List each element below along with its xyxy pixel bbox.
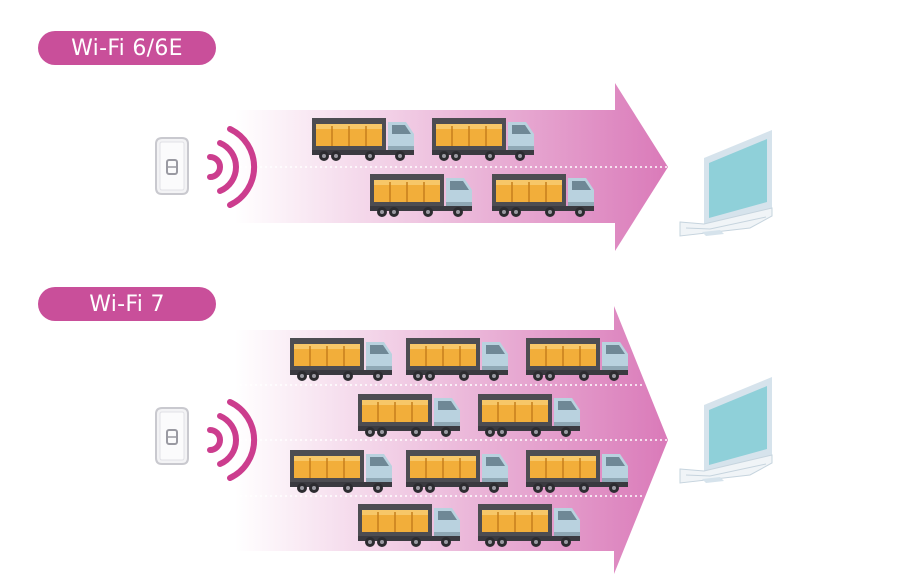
laptop-icon — [679, 376, 773, 484]
truck-icon — [525, 337, 629, 382]
truck-icon — [369, 173, 473, 218]
truck-icon — [289, 337, 393, 382]
wifi-7-label: Wi-Fi 7 — [38, 287, 216, 321]
wifi-6-label: Wi-Fi 6/6E — [38, 31, 216, 65]
truck-icon — [405, 449, 509, 494]
truck-icon — [491, 173, 595, 218]
wifi-6-section — [155, 83, 773, 251]
access-point-icon — [155, 407, 189, 465]
truck-icon — [357, 393, 461, 438]
truck-icon — [289, 449, 393, 494]
truck-icon — [357, 503, 461, 548]
access-point-icon — [155, 137, 189, 195]
truck-icon — [311, 117, 415, 162]
wifi-7-section — [155, 306, 773, 574]
truck-icon — [477, 393, 581, 438]
truck-icon — [525, 449, 629, 494]
truck-icon — [405, 337, 509, 382]
truck-icon — [431, 117, 535, 162]
laptop-icon — [679, 129, 773, 237]
truck-icon — [477, 503, 581, 548]
